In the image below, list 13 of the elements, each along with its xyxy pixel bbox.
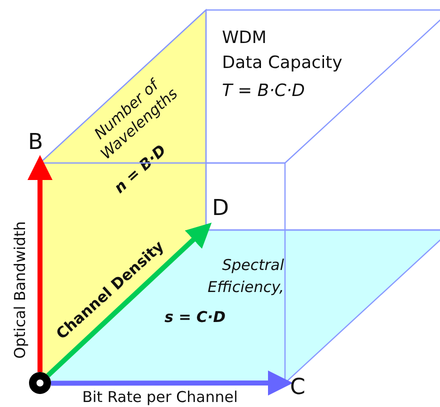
arrow [46, 222, 212, 378]
title-label: WDM [222, 28, 268, 48]
axis-point-label: B [28, 128, 44, 158]
arrow [28, 155, 52, 372]
axis-point-label: C [290, 373, 306, 403]
axis-label: Bit Rate per Channel [82, 388, 238, 406]
axis-label: Optical Bandwidth [11, 221, 29, 359]
formula-label: s = C·D [163, 308, 227, 326]
arrow [51, 370, 293, 396]
axis-point-label: D [212, 194, 229, 224]
formula-label: T = B·C·D [222, 81, 306, 101]
title-label: Data Capacity [222, 53, 344, 73]
face-label: Spectral Efficiency, [206, 255, 284, 298]
